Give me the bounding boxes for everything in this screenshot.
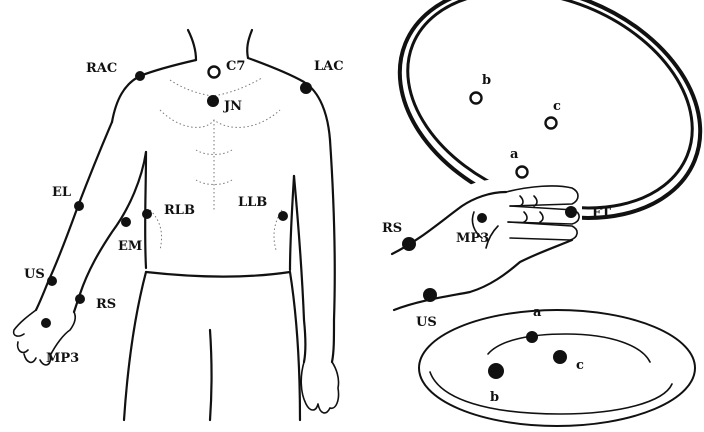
shorts-left-outer bbox=[290, 272, 300, 420]
marker-dot-rac bbox=[135, 71, 145, 81]
label-disc-b: b bbox=[482, 73, 491, 88]
right-arm-inner-outline bbox=[74, 152, 146, 312]
marker-hand-rs bbox=[402, 237, 416, 251]
marker-dot-rs bbox=[75, 294, 85, 304]
chest-dots bbox=[160, 110, 280, 127]
label-hand-us: US bbox=[416, 315, 437, 330]
right-shoulder-outline bbox=[112, 60, 196, 122]
forearm-bottom-outline bbox=[394, 240, 572, 310]
marker-plate-c bbox=[553, 350, 567, 364]
marker-hand-ft bbox=[565, 206, 577, 218]
marker-dot-jn bbox=[207, 95, 219, 107]
label-llb: LLB bbox=[238, 195, 267, 210]
label-plate-b: b bbox=[490, 390, 499, 405]
marker-hand-us bbox=[423, 288, 437, 302]
marker-dot-el bbox=[74, 201, 84, 211]
label-plate-c: c bbox=[576, 358, 584, 373]
left-hand-outline bbox=[301, 362, 338, 413]
marker-dot-rlb bbox=[142, 209, 152, 219]
marker-dot-em bbox=[121, 217, 131, 227]
label-el: EL bbox=[52, 185, 71, 200]
shorts-waistband bbox=[146, 272, 290, 277]
label-us: US bbox=[24, 267, 45, 282]
left-arm-inner-outline bbox=[294, 176, 306, 362]
marker-hand-mp3 bbox=[477, 213, 487, 223]
label-plate-a: a bbox=[533, 305, 542, 320]
label-jn: JN bbox=[223, 99, 242, 114]
shorts-inseam bbox=[210, 330, 212, 420]
left-arm-outer-outline bbox=[330, 140, 335, 362]
marker-dot-lac bbox=[300, 82, 312, 94]
neck-right-outline bbox=[247, 30, 252, 58]
abdomen-dots bbox=[196, 120, 232, 210]
marker-disc-b bbox=[471, 93, 482, 104]
label-hand-ft: FT bbox=[592, 206, 611, 221]
marker-dot-c7 bbox=[209, 67, 220, 78]
marker-dot-mp3 bbox=[41, 318, 51, 328]
label-disc-a: a bbox=[510, 147, 519, 162]
label-c7: C7 bbox=[226, 59, 245, 74]
neck-left-outline bbox=[188, 30, 196, 60]
label-hand-mp3: MP3 bbox=[456, 231, 489, 246]
label-lac: LAC bbox=[314, 59, 344, 74]
marker-plate-a bbox=[526, 331, 538, 343]
marker-disc-c bbox=[546, 118, 557, 129]
collarbone-dots bbox=[170, 78, 262, 96]
marker-dot-llb bbox=[278, 211, 288, 221]
label-disc-c: c bbox=[553, 99, 561, 114]
shorts-right-outer bbox=[124, 272, 146, 420]
plate-figure bbox=[419, 310, 695, 426]
plate-inner-rim-front bbox=[430, 372, 672, 414]
label-em: EM bbox=[118, 239, 142, 254]
torso-left-side bbox=[290, 176, 294, 270]
label-hand-rs: RS bbox=[382, 221, 402, 236]
marker-plate-b bbox=[488, 363, 504, 379]
marker-disc-a bbox=[517, 167, 528, 178]
plate-inner-rim-back bbox=[488, 334, 650, 362]
label-mp3: MP3 bbox=[46, 351, 79, 366]
plate-markers: a c b bbox=[488, 305, 584, 405]
label-rac: RAC bbox=[86, 61, 117, 76]
marker-dot-us bbox=[47, 276, 57, 286]
plate-outer-rim bbox=[419, 310, 695, 426]
label-rlb: RLB bbox=[164, 203, 195, 218]
label-rs: RS bbox=[96, 297, 116, 312]
disc-hand-figure bbox=[365, 0, 704, 310]
